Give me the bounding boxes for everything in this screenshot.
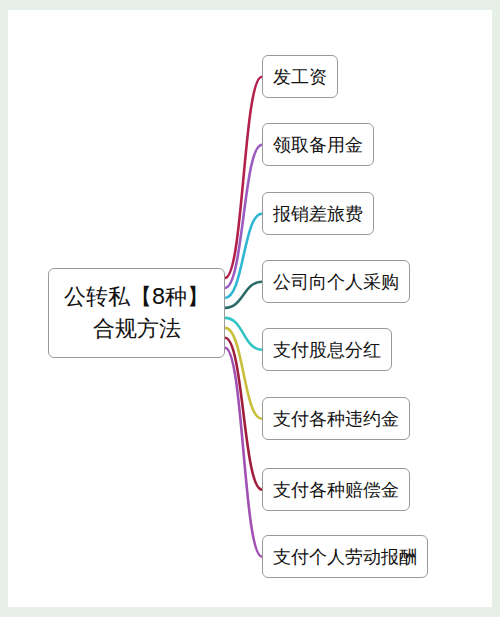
root-label: 公转私【8种】 合规方法 [59,281,214,345]
branch-connector [225,348,262,557]
paper [8,10,492,607]
branch-label: 支付各种违约金 [273,407,399,430]
branch-label: 领取备用金 [273,133,363,156]
branch-box: 支付个人劳动报酬 [262,535,428,578]
root-box: 公转私【8种】 合规方法 [48,268,225,358]
branch-connector [225,214,262,298]
branch-label: 报销差旅费 [273,202,363,225]
branch-box: 领取备用金 [262,123,374,166]
branch-box: 支付股息分红 [262,328,392,371]
branch-connector [225,77,262,278]
branch-label: 支付个人劳动报酬 [273,545,417,568]
branch-connector [225,338,262,490]
branch-box: 支付各种违约金 [262,397,410,440]
branch-label: 公司向个人采购 [273,270,399,293]
branch-box: 发工资 [262,55,338,98]
branch-box: 公司向个人采购 [262,260,410,303]
branch-connector [225,282,262,308]
branch-box: 报销差旅费 [262,192,374,235]
branch-box: 支付各种赔偿金 [262,468,410,511]
branch-label: 支付各种赔偿金 [273,478,399,501]
branch-label: 发工资 [273,65,327,88]
branch-label: 支付股息分红 [273,338,381,361]
